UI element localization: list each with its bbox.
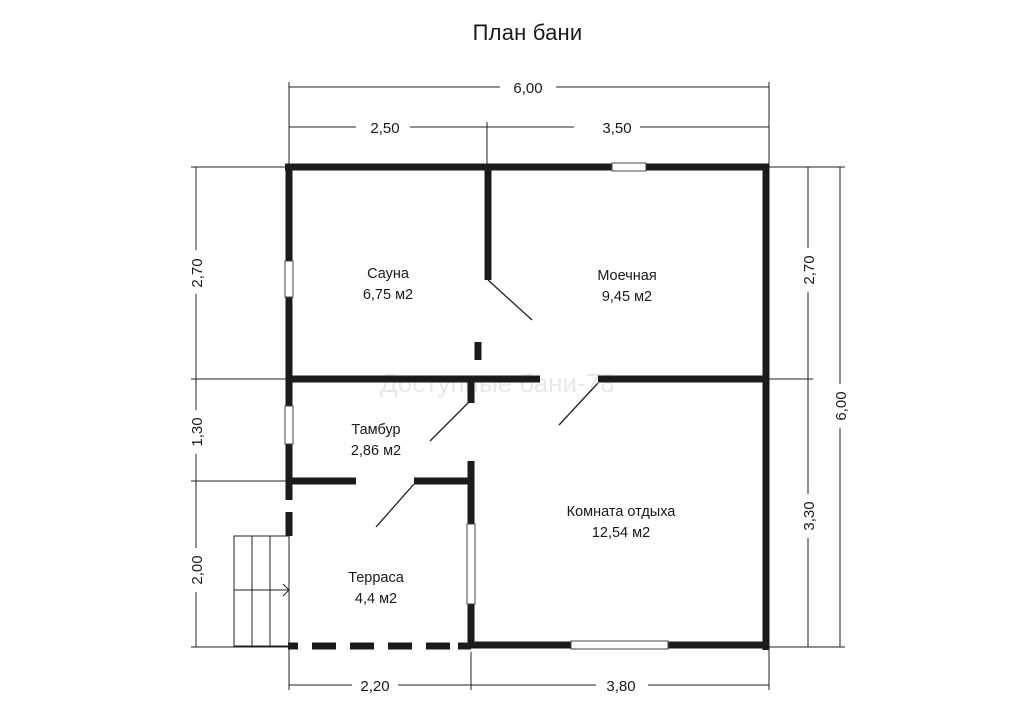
room-terrace: Терраса 4,4 м2 <box>348 570 405 607</box>
room-sauna-name: Сауна <box>367 266 410 282</box>
terrace-stairs <box>233 535 290 647</box>
windows <box>284 162 669 650</box>
room-lounge: Комната отдыха 12,54 м2 <box>567 504 677 541</box>
dim-right-total-label: 6,00 <box>833 391 850 420</box>
room-lounge-area: 12,54 м2 <box>592 525 650 541</box>
dim-right-top-label: 2,70 <box>801 255 818 284</box>
dim-left-top-label: 2,70 <box>189 258 206 287</box>
room-sauna-area: 6,75 м2 <box>363 287 413 303</box>
dim-bottom-right-label: 3,80 <box>606 678 635 695</box>
dimension-bottom: 2,20 3,80 <box>288 647 770 695</box>
dim-bottom-left-label: 2,20 <box>360 678 389 695</box>
room-washroom: Моечная 9,45 м2 <box>597 268 656 305</box>
plan-title: План бани <box>472 20 583 45</box>
window-washroom-top <box>611 162 647 172</box>
room-sauna: Сауна 6,75 м2 <box>363 266 413 303</box>
window-terrace-right <box>466 523 476 605</box>
room-terrace-name: Терраса <box>348 570 405 586</box>
dim-left-bottom-label: 2,00 <box>189 555 206 584</box>
room-lounge-name: Комната отдыха <box>567 504 677 520</box>
dimension-right: 2,70 3,30 6,00 <box>769 166 850 648</box>
room-terrace-area: 4,4 м2 <box>355 591 397 607</box>
door-terrace-vestibule <box>375 483 415 528</box>
dim-top-right-label: 3,50 <box>602 120 631 137</box>
doors <box>375 279 599 528</box>
door-washroom-lounge <box>558 382 599 426</box>
door-vestibule-sauna <box>429 399 472 442</box>
window-vestibule-left <box>284 405 294 445</box>
room-washroom-name: Моечная <box>597 268 656 284</box>
room-vestibule: Тамбур 2,86 м2 <box>351 422 401 459</box>
door-sauna-washroom <box>487 279 533 321</box>
dim-top-left-label: 2,50 <box>370 120 399 137</box>
dim-top-total-label: 6,00 <box>513 80 542 97</box>
room-vestibule-area: 2,86 м2 <box>351 443 401 459</box>
window-lounge-bottom <box>570 640 669 650</box>
room-washroom-area: 9,45 м2 <box>602 289 652 305</box>
dimension-left: 2,70 1,30 2,00 <box>186 166 289 648</box>
window-sauna-left <box>284 260 294 298</box>
dim-right-bottom-label: 3,30 <box>801 501 818 530</box>
watermark: Доступные бани-78 <box>380 368 615 398</box>
stairs-arrow-icon <box>282 583 290 597</box>
room-vestibule-name: Тамбур <box>351 422 400 438</box>
dim-left-mid-label: 1,30 <box>189 417 206 446</box>
dimension-top-split: 2,50 3,50 <box>289 117 769 168</box>
